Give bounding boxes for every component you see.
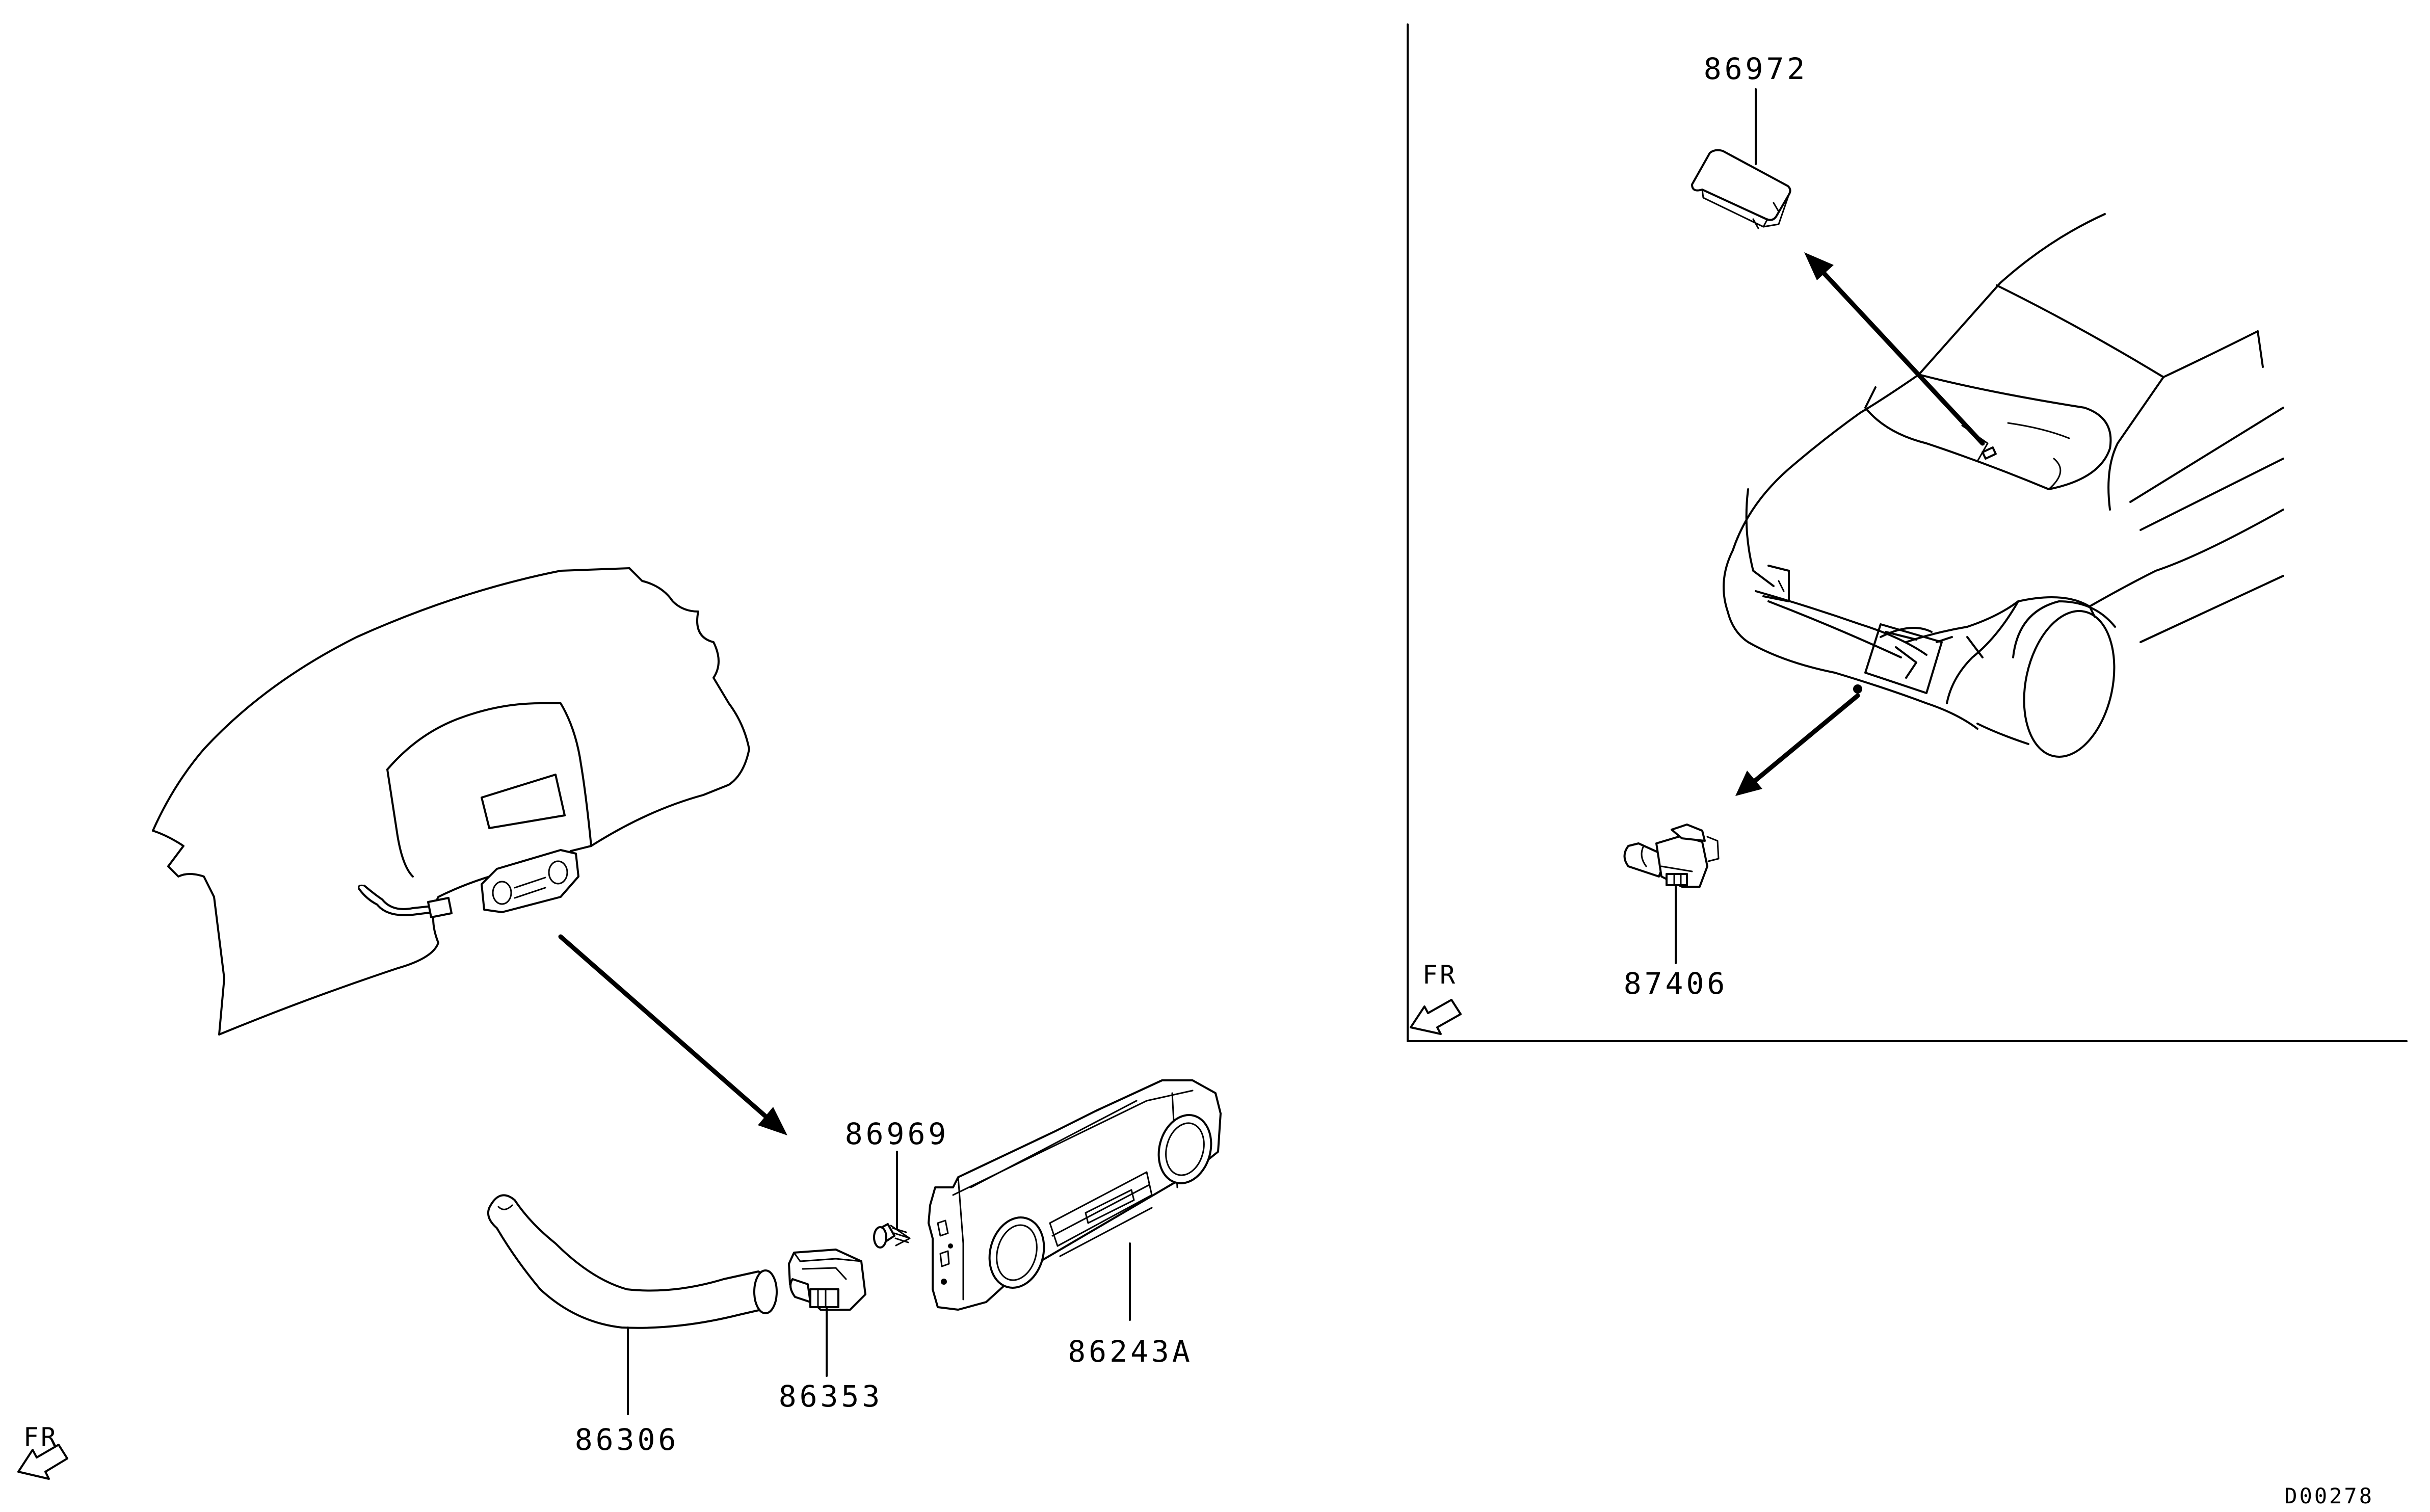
part-86353-illustration (788, 1249, 866, 1311)
fr-label-inset: FR (1422, 960, 1457, 990)
label-86969: 86969 (845, 1117, 949, 1151)
label-87406: 87406 (1624, 966, 1728, 1001)
label-86353: 86353 (779, 1379, 883, 1414)
dashboard-illustration (152, 567, 750, 1036)
label-86243A: 86243A (1068, 1334, 1193, 1369)
part-86972-illustration (1691, 149, 1791, 229)
fr-label-main: FR (23, 1422, 58, 1452)
part-86306-illustration (487, 1194, 778, 1329)
fr-direction-arrow-inset (1410, 999, 1462, 1035)
part-86243A-illustration (928, 1079, 1222, 1311)
label-86306: 86306 (575, 1422, 679, 1457)
arrow-to-86972 (1804, 252, 1985, 446)
vehicle-front-illustration (1723, 213, 2284, 758)
arrow-to-87406 (1735, 693, 1860, 796)
fr-direction-arrow-main (17, 1444, 68, 1480)
arrow-to-86243A (558, 934, 787, 1135)
inset-frame (1407, 23, 2408, 1042)
part-87406-illustration (1623, 824, 1720, 888)
label-86972: 86972 (1704, 51, 1808, 86)
part-86969-illustration (873, 1223, 911, 1249)
drawing-code: D00278 (2284, 1483, 2374, 1508)
